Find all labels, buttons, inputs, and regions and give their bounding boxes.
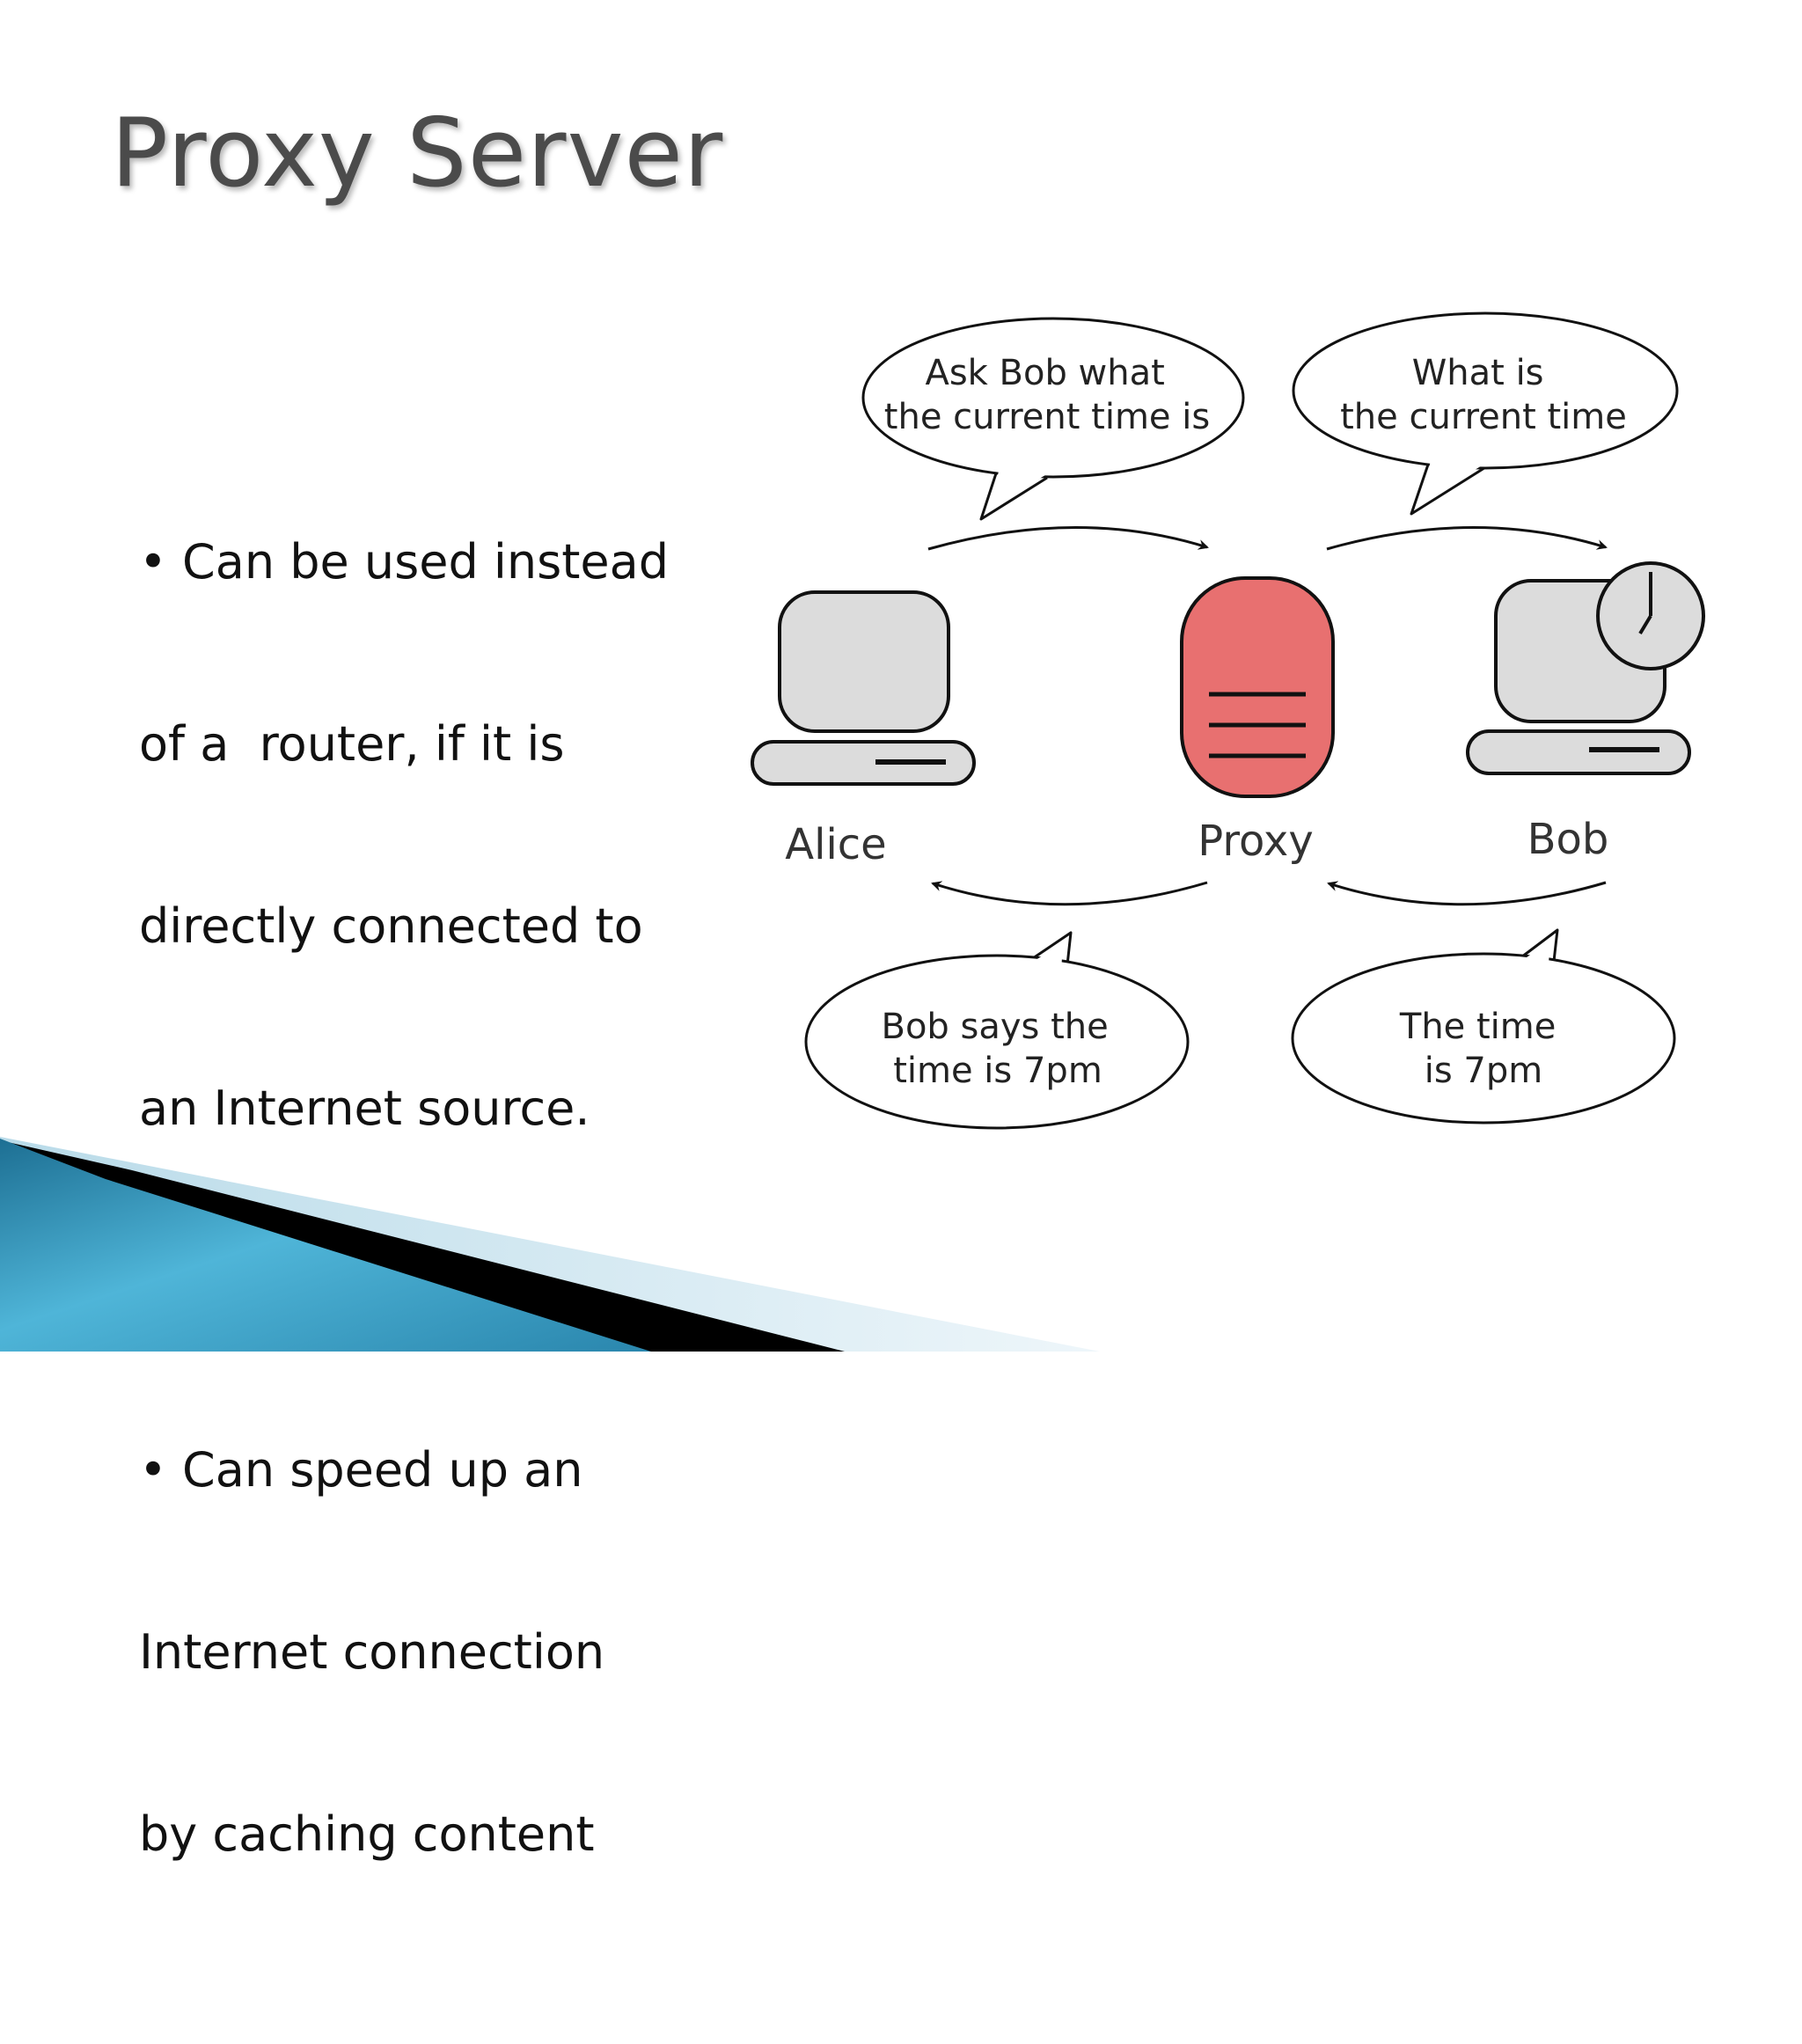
bubble-line: The time	[1399, 1007, 1556, 1047]
bullet-item: • Can speed up an Internet connection by…	[139, 1318, 702, 1986]
bullet-item: • Can be used instead of a router, if it…	[139, 410, 702, 1260]
bullet-line: by caching content	[139, 1806, 595, 1862]
bullet-line: • Can speed up an	[139, 1442, 583, 1498]
proxy-server-icon	[1180, 576, 1335, 798]
bubble-line: is 7pm	[1425, 1051, 1542, 1091]
clock-icon	[1596, 561, 1705, 670]
bullet-line: of a router, if it is	[139, 716, 565, 772]
bubble-text: What is the current time	[1340, 353, 1627, 437]
arrow-proxy-to-bob	[1326, 526, 1608, 551]
bubble-line: time is 7pm	[893, 1051, 1102, 1091]
slide-title: Proxy Server	[111, 99, 724, 209]
speech-bubble-top-right: What is the current time	[1292, 311, 1679, 516]
bullet-line: • Can be used instead	[139, 534, 670, 590]
bubble-line: the current time is	[884, 397, 1210, 437]
speech-bubble-top-left: Ask Bob what the current time is	[861, 317, 1245, 521]
arrow-bob-to-proxy	[1327, 881, 1607, 906]
speech-bubble-bottom-left: Bob says the time is 7pm	[804, 931, 1190, 1130]
bubble-line: the current time	[1340, 397, 1627, 437]
bubble-line: Bob says the	[882, 1007, 1109, 1047]
bullet-line: Internet connection	[139, 1624, 605, 1680]
node-label-bob: Bob	[1527, 815, 1609, 864]
bubble-line: What is	[1412, 353, 1544, 393]
arrow-alice-to-proxy	[927, 526, 1209, 551]
bullet-line: directly connected to	[139, 898, 643, 954]
bullet-line: an Internet source.	[139, 1081, 590, 1136]
bubble-text: Bob says the time is 7pm	[882, 1007, 1120, 1091]
bubble-line: Ask Bob what	[925, 353, 1164, 393]
bubble-text: The time is 7pm	[1399, 1007, 1567, 1091]
proxy-diagram: Ask Bob what the current time is What is…	[751, 311, 1705, 1130]
slide-swoosh-decoration	[0, 1137, 1100, 1352]
node-label-alice: Alice	[785, 820, 886, 869]
node-label-proxy: Proxy	[1198, 817, 1313, 866]
slide: Proxy Server • Can be used instead of a …	[0, 99, 1705, 1862]
bubble-text: Ask Bob what the current time is	[884, 353, 1210, 437]
speech-bubble-bottom-right: The time is 7pm	[1291, 928, 1676, 1125]
alice-computer-icon	[751, 590, 976, 786]
arrow-proxy-to-alice	[931, 881, 1208, 906]
